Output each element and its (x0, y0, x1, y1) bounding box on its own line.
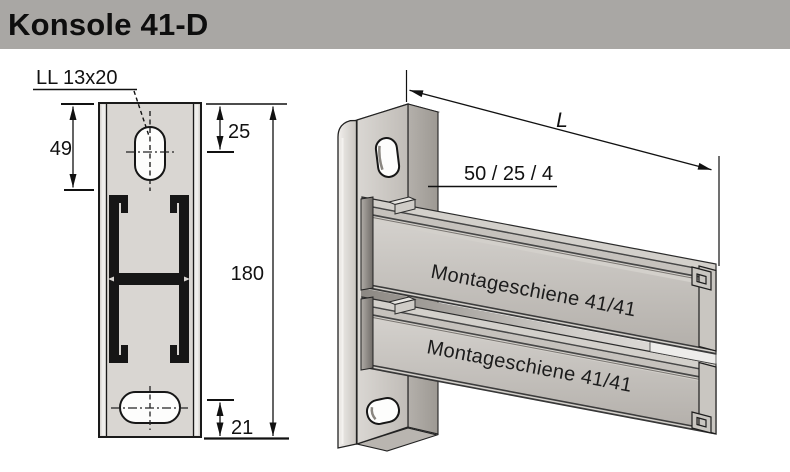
plate-edge-highlight-right (194, 104, 199, 436)
technical-drawing: LL 13x20 49 25 180 21 (33, 67, 720, 452)
dimL-label: L (556, 109, 568, 132)
upper-rail: Montageschiene 41/41 (361, 196, 717, 355)
slot-label-leader (133, 90, 150, 137)
angle-top-slot (374, 137, 401, 178)
title-bar: Konsole 41-D (0, 0, 790, 49)
angle-fold-edge (337, 119, 358, 449)
dim25-label: 25 (228, 121, 250, 143)
lower-rail-end-cut (360, 296, 374, 371)
upper-rail-lip-cap-front (394, 198, 416, 215)
angle-bottom-face (354, 427, 440, 452)
rail-right-ends (649, 265, 717, 435)
lower-rail-lip-cap-front (394, 298, 416, 315)
dim49-label: 49 (50, 138, 72, 160)
angle-profile-label: 50 / 25 / 4 (464, 163, 553, 185)
dimL-line (409, 89, 712, 171)
page-title: Konsole 41-D (8, 6, 209, 42)
upper-rail-end-cut (360, 196, 374, 291)
lower-rail-end-lip (691, 411, 712, 434)
plate-edge-highlight-left (101, 104, 106, 436)
upper-rail-end-lip (691, 266, 712, 291)
dim21-label: 21 (231, 417, 253, 439)
slot-size-label: LL 13x20 (36, 67, 118, 89)
front-view: LL 13x20 49 25 180 21 (33, 67, 289, 440)
profile-notch-left (108, 276, 114, 282)
profile-notch-right (184, 276, 190, 282)
lower-rail: Montageschiene 41/41 (361, 296, 717, 435)
rail-gap (361, 288, 716, 365)
dim180-label: 180 (231, 263, 264, 285)
rail-gap-inside (649, 341, 717, 365)
iso-view: Montageschiene 41/41 Montageschiene 41/4… (337, 70, 720, 452)
angle-bottom-slot (365, 397, 401, 425)
